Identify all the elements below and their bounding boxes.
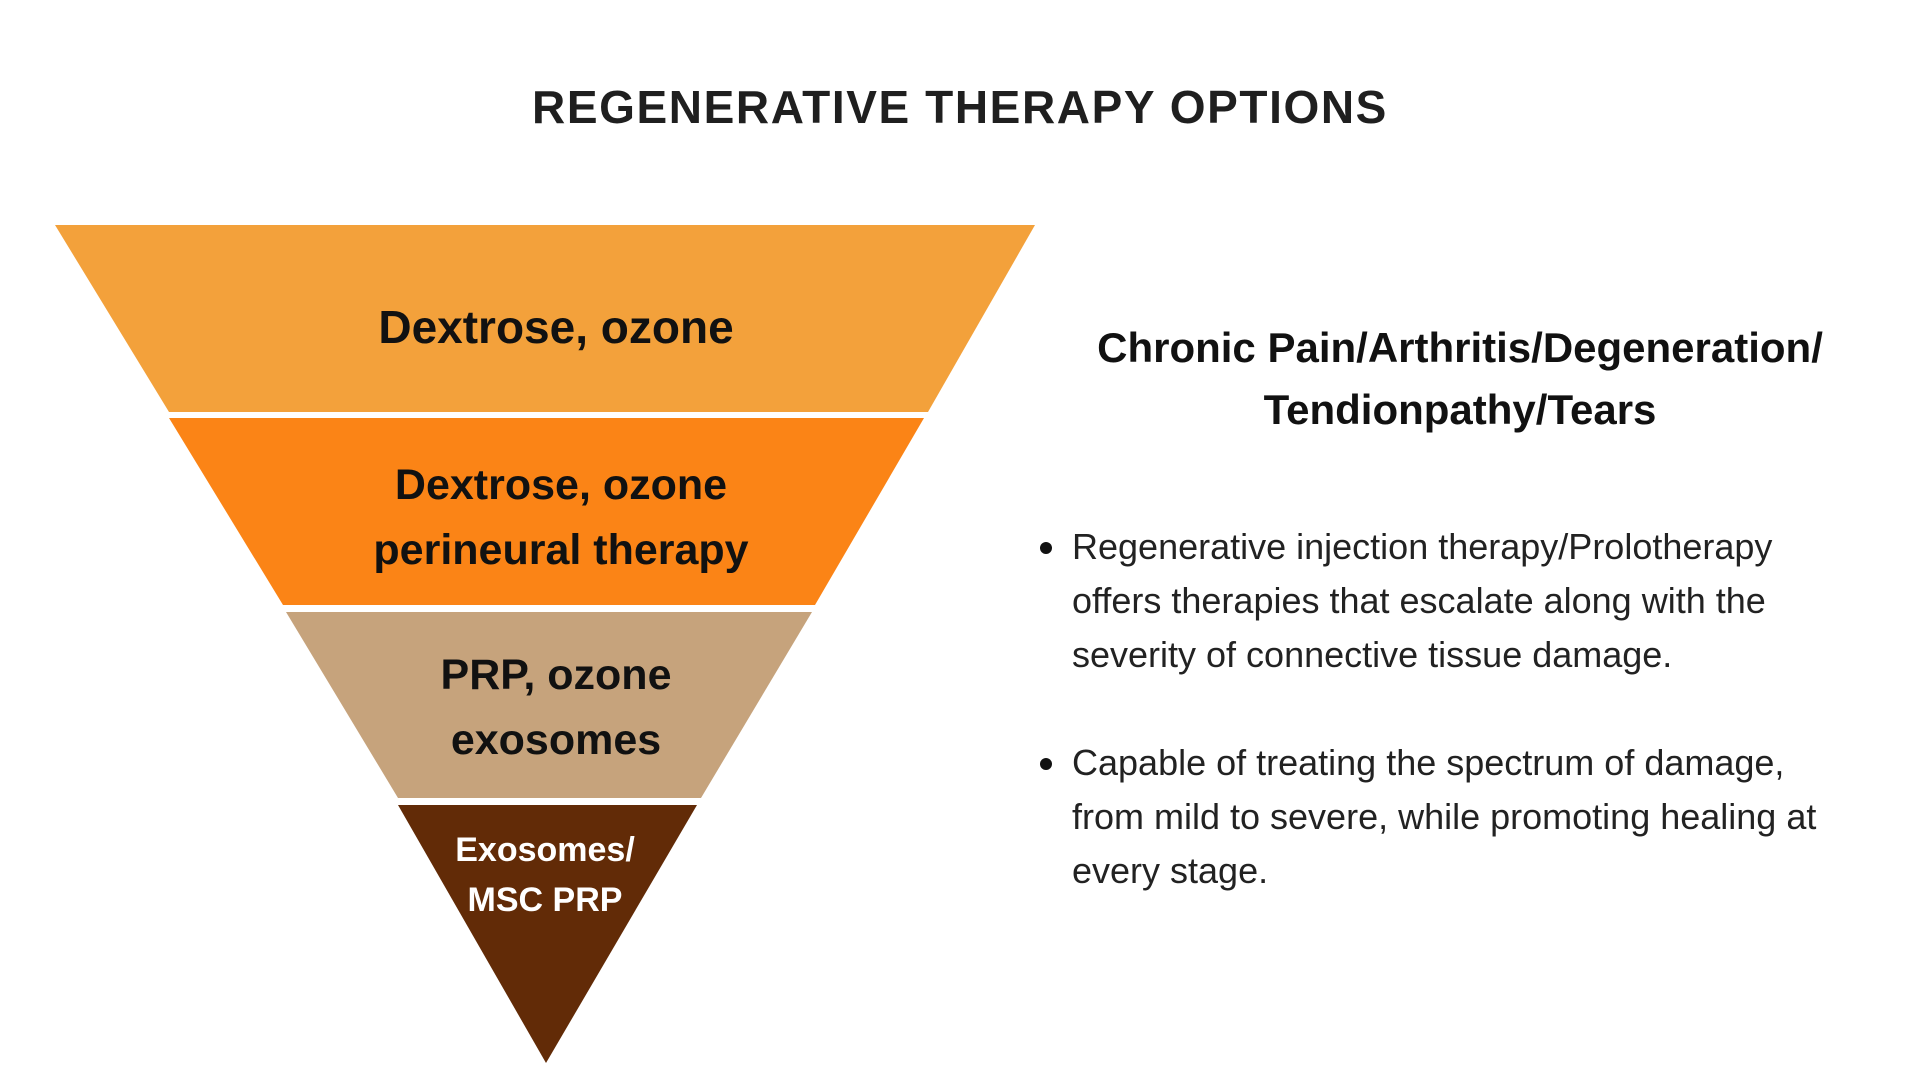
benefit-item-1: Regenerative injection therapy/Prolother…: [1040, 520, 1920, 682]
pyramid-tier-3-shape: [286, 612, 812, 798]
benefit-1-line-2: offers therapies that escalate along wit…: [1072, 580, 1766, 621]
benefit-2-line-3: every stage.: [1072, 850, 1269, 891]
tier-1-line-1: Dextrose, ozone: [378, 301, 734, 353]
pyramid-tier-1-label: Dextrose, ozone: [378, 295, 733, 359]
tier-3-line-2: exosomes: [450, 716, 662, 765]
benefit-1-line-1: Regenerative injection therapy/Prolother…: [1072, 526, 1773, 567]
tier-3-line-1: PRP, ozone: [440, 651, 672, 699]
conditions-heading: Chronic Pain/Arthritis/Degeneration/ Ten…: [1050, 317, 1870, 441]
tier-4-line-1: Exosomes/: [455, 831, 635, 869]
pyramid-tier-2-shape: [169, 418, 924, 605]
benefit-1-line-3: severity of connective tissue damage.: [1072, 634, 1673, 675]
benefit-item-2: Capable of treating the spectrum of dama…: [1040, 736, 1920, 898]
pyramid-tier-3-label: PRP, ozone exosomes: [441, 643, 672, 774]
tier-4-line-2: MSC PRP: [467, 881, 623, 920]
pyramid-tier-1-shape: [55, 225, 1035, 412]
pyramid-tier-4-label: Exosomes/ MSC PRP: [455, 825, 635, 926]
benefit-2-line-1: Capable of treating the spectrum of dama…: [1072, 742, 1785, 783]
bullet-dot-icon: [1040, 542, 1052, 554]
tier-2-line-2: perineural therapy: [373, 525, 749, 574]
benefit-2-line-2: from mild to severe, while promoting hea…: [1072, 796, 1817, 837]
pyramid-tier-4-shape: [398, 805, 697, 1063]
bullet-dot-icon: [1040, 758, 1052, 770]
tier-2-line-1: Dextrose, ozone: [394, 461, 728, 509]
page-title: REGENERATIVE THERAPY OPTIONS: [532, 81, 1388, 133]
benefits-list: Regenerative injection therapy/Prolother…: [1040, 520, 1920, 952]
pyramid-tier-2-label: Dextrose, ozone perineural therapy: [373, 453, 748, 582]
conditions-heading-line-2: Tendionpathy/Tears: [1263, 386, 1657, 434]
conditions-heading-line-1: Chronic Pain/Arthritis/Degeneration/: [1097, 324, 1823, 371]
